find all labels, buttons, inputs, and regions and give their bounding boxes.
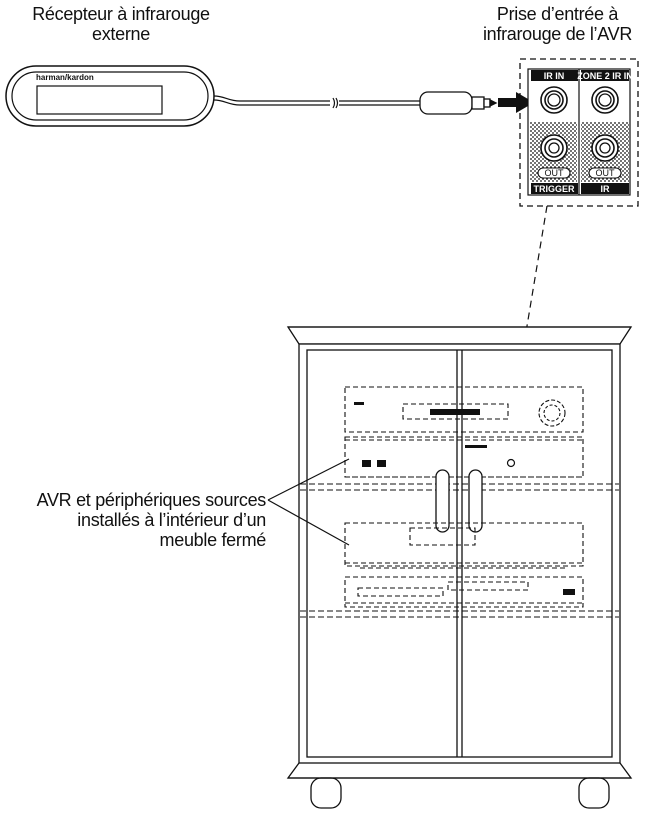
avr-cabinet-label: AVR et périphériques sources installés à…	[0, 490, 267, 550]
ir-receiver: harman/kardon	[5, 65, 215, 127]
trigger-out-jack	[540, 134, 568, 162]
cabinet-shelves	[300, 483, 619, 618]
trigger-label: TRIGGER	[533, 184, 575, 194]
zone2-ir-in-label: ZONE 2 IR IN	[577, 71, 633, 81]
receiver-label-line2: externe	[92, 24, 150, 44]
receiver-label: Récepteur à infrarouge externe	[2, 4, 240, 44]
zone2-ir-in-jack	[591, 86, 619, 114]
device1-knob	[506, 458, 516, 468]
device1-button-right	[377, 460, 386, 467]
ir-jack-panel: IR IN ZONE 2 IR IN OUT OUT	[519, 58, 639, 207]
source-device-1	[344, 436, 584, 478]
ir-jack-label-line1: Prise d’entrée à	[496, 4, 619, 24]
device1-logo	[465, 445, 487, 448]
receiver-brand: harman/kardon	[36, 73, 94, 82]
mini-plug	[419, 91, 498, 115]
avr-unit	[344, 386, 584, 433]
avr-label-line1: AVR et périphériques sources	[36, 490, 267, 510]
trigger-out-label: OUT	[545, 168, 565, 178]
ir-out-jack	[591, 134, 619, 162]
label-leader-lines	[267, 458, 350, 546]
avr-label-line2: installés à l’intérieur d’un	[77, 510, 266, 530]
avr-display	[430, 409, 480, 415]
ir-jack-label-line2: infrarouge de l’AVR	[482, 24, 633, 44]
ir-jack-label: Prise d’entrée à infrarouge de l’AVR	[470, 4, 645, 44]
avr-label-line3: meuble fermé	[159, 530, 267, 550]
ir-in-jack	[540, 86, 568, 114]
device1-button-left	[362, 460, 371, 467]
ir-in-label: IR IN	[544, 71, 565, 81]
device3-indicator	[563, 589, 575, 595]
receiver-cable	[213, 95, 422, 109]
receiver-label-line1: Récepteur à infrarouge	[32, 4, 210, 24]
avr-badge	[354, 402, 364, 405]
ir-out-label: OUT	[596, 168, 616, 178]
ir-label: IR	[601, 184, 611, 194]
source-device-3	[344, 576, 584, 608]
source-device-2	[344, 522, 584, 569]
